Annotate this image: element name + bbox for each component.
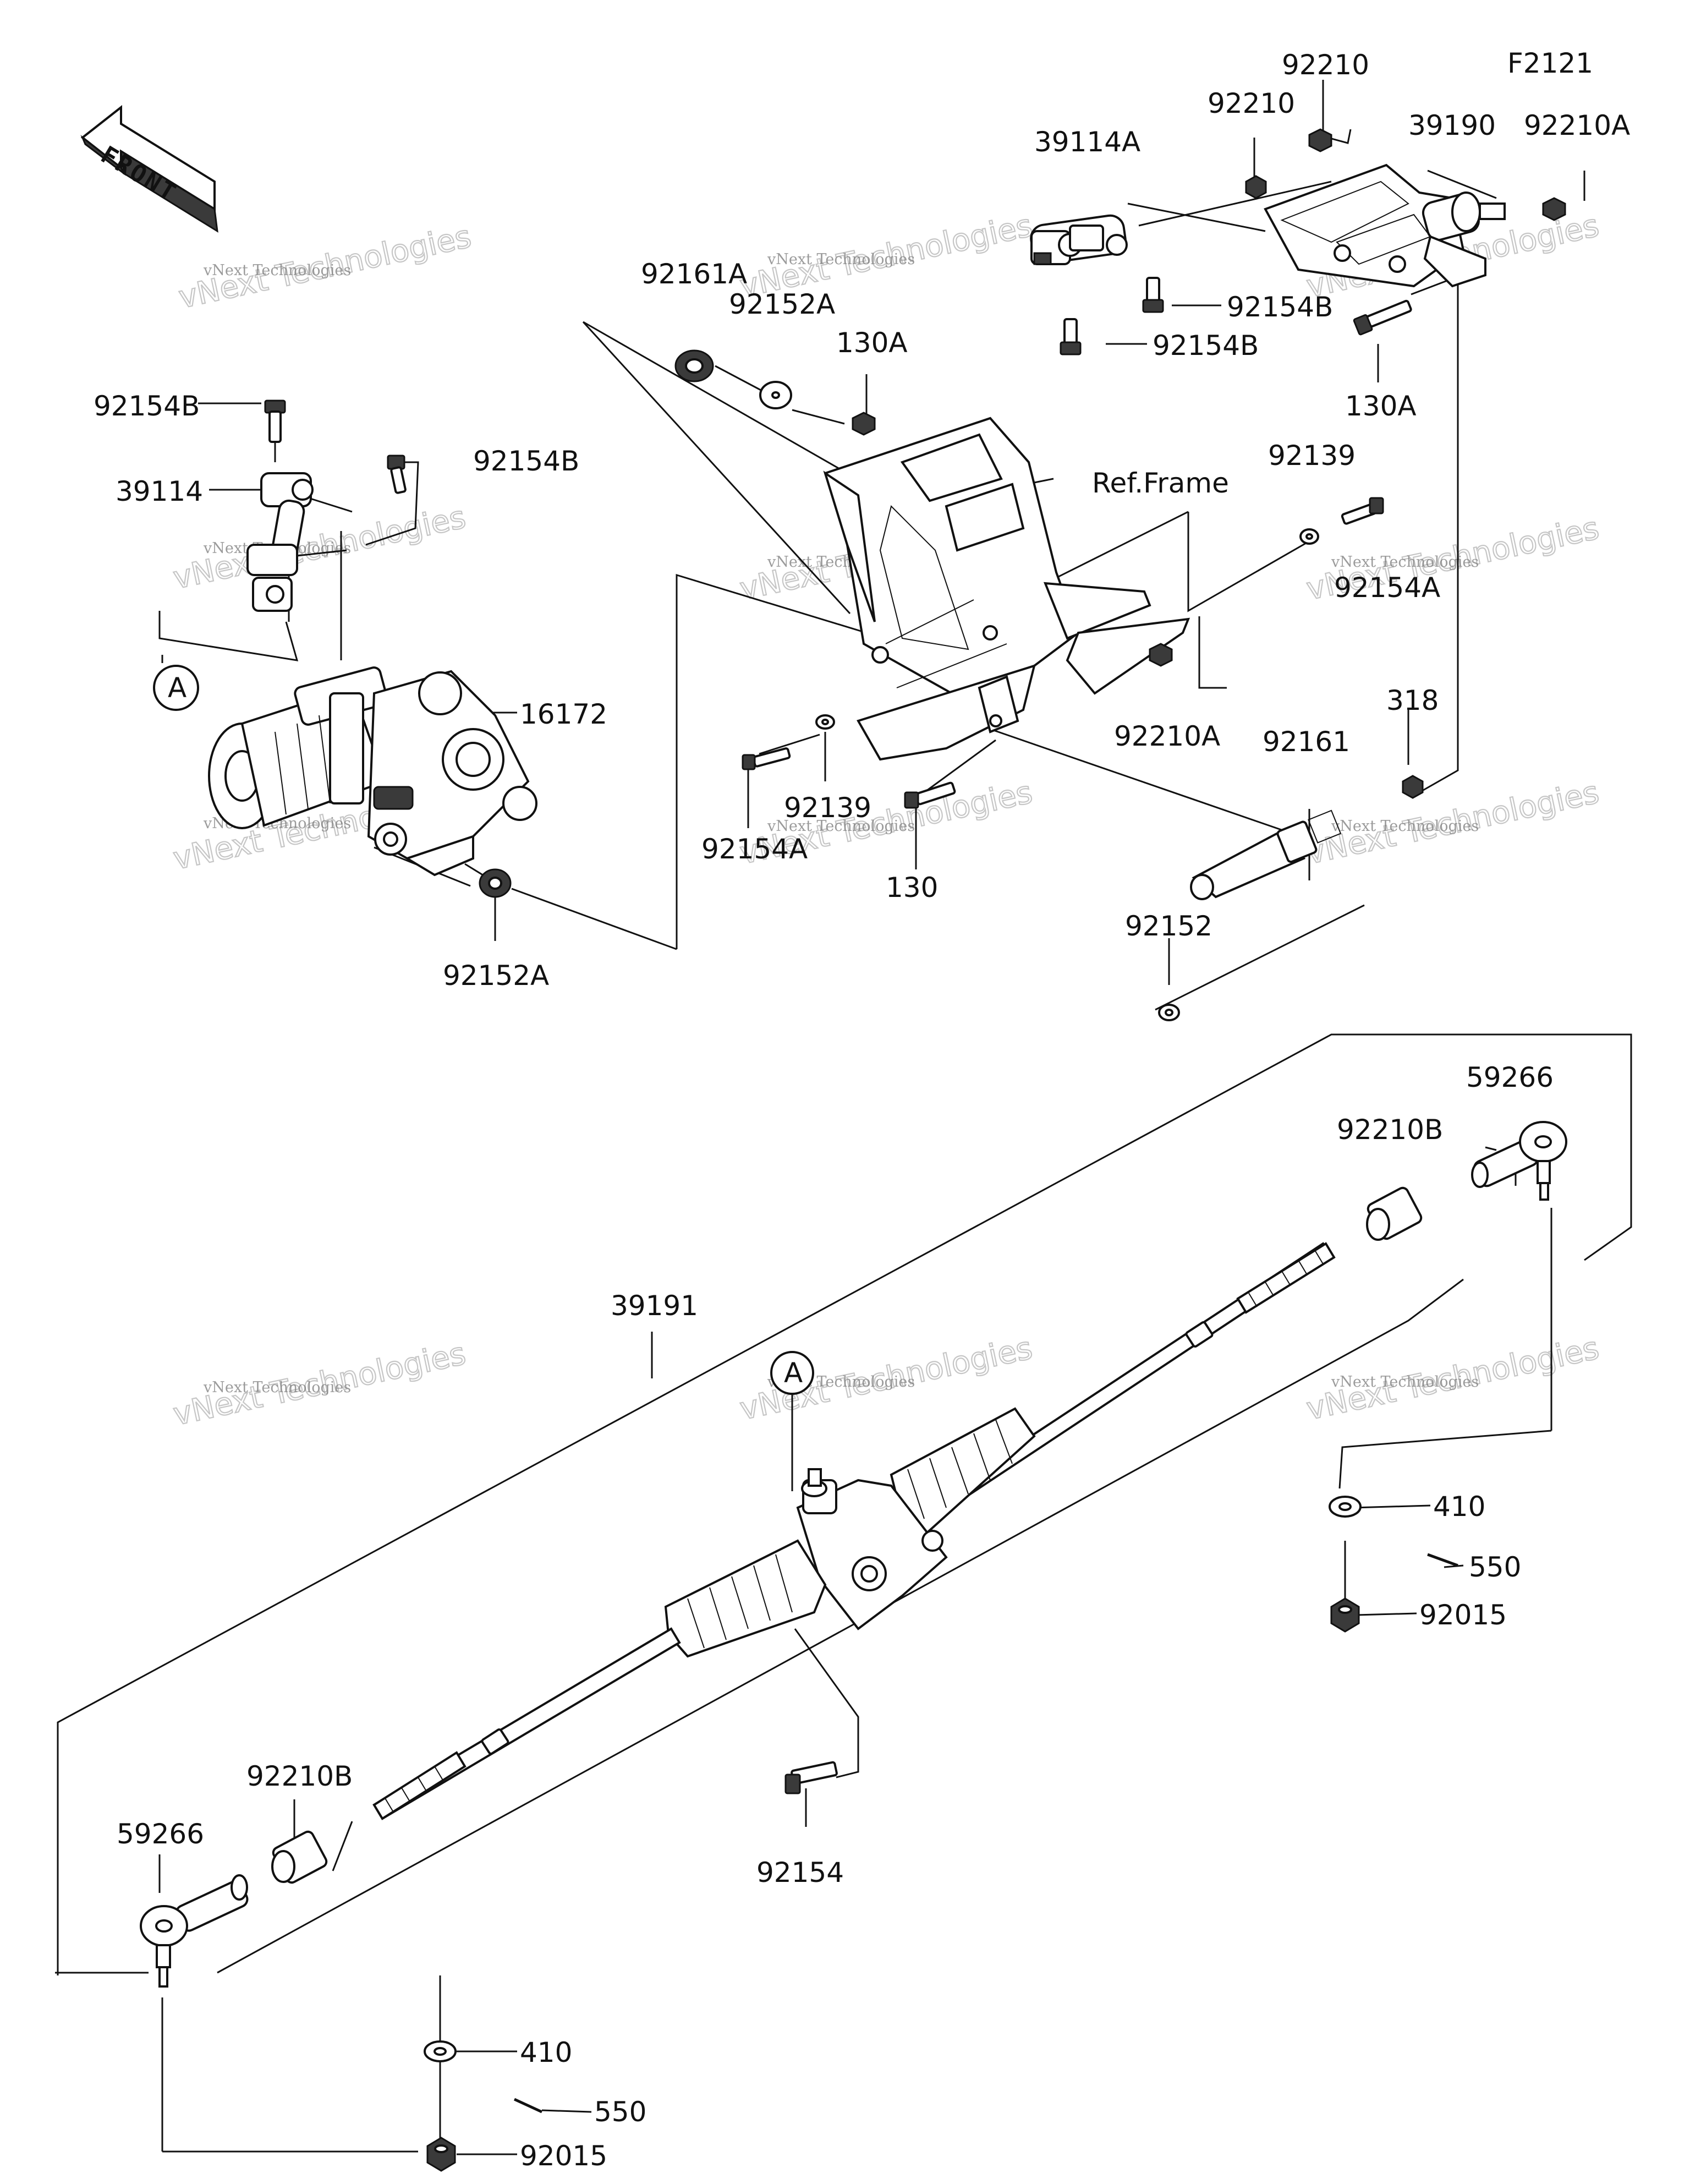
rack-leader-lines: [55, 1033, 1632, 2155]
washer-92139-left[interactable]: [815, 714, 835, 730]
washer-92152A-top[interactable]: [759, 381, 792, 409]
washer-92152[interactable]: [1158, 1004, 1180, 1021]
universal-joint-39114A[interactable]: [1029, 214, 1128, 265]
bolt-92154B-r1[interactable]: [1142, 277, 1164, 313]
bolt-92154B-r2[interactable]: [1060, 318, 1082, 355]
watermark: vNext Technologies vNext Technologies: [169, 499, 469, 597]
label-92152A-top[interactable]: 92152A: [729, 288, 835, 320]
label-39191[interactable]: 39191: [611, 1290, 698, 1322]
label-130[interactable]: 130: [886, 872, 938, 904]
washer-92152A-bottom[interactable]: [479, 868, 512, 898]
label-39114[interactable]: 39114: [116, 475, 203, 507]
label-92210-top[interactable]: 92210: [1282, 49, 1369, 81]
universal-joint-39114[interactable]: [246, 472, 314, 612]
leader-lines: [158, 80, 1585, 1011]
frame-reference: [823, 417, 1190, 761]
label-92139-right[interactable]: 92139: [1268, 440, 1356, 472]
nut-92210-mid[interactable]: [1245, 175, 1267, 199]
label-92154B-left-top[interactable]: 92154B: [94, 390, 200, 422]
label-92154B-r1[interactable]: 92154B: [1227, 291, 1333, 323]
label-410-left[interactable]: 410: [520, 2037, 572, 2068]
bolt-92154[interactable]: [784, 1761, 838, 1794]
label-92154B-left-mid[interactable]: 92154B: [473, 445, 579, 477]
part-labels: 92210 92210 39114A 39190 92210A 92154B 9…: [94, 49, 1630, 2172]
tie-rod-end-59266-right[interactable]: [1471, 1121, 1567, 1201]
callout-a-left: A: [153, 665, 199, 711]
watermark-text: vNext Technologies: [1331, 818, 1479, 835]
bolt-130A-right[interactable]: [1353, 299, 1412, 336]
bolt-92154A-right[interactable]: [1341, 497, 1384, 525]
callout-a-rack-label: A: [784, 1357, 803, 1389]
label-59266-right[interactable]: 59266: [1466, 1061, 1554, 1093]
nut-92210B-left[interactable]: [271, 1830, 328, 1884]
label-92154B-r2[interactable]: 92154B: [1153, 330, 1259, 362]
label-92210B-left[interactable]: 92210B: [246, 1760, 353, 1792]
washer-410-right[interactable]: [1329, 1496, 1362, 1518]
watermark: vNext Technologies vNext Technologies: [175, 218, 475, 316]
label-550-right[interactable]: 550: [1469, 1551, 1521, 1583]
nut-92210B-right[interactable]: [1366, 1186, 1423, 1241]
label-92015-right[interactable]: 92015: [1419, 1599, 1507, 1631]
label-92210A-top[interactable]: 92210A: [1524, 110, 1630, 141]
watermark-text: vNext Technologies: [767, 251, 915, 268]
bolt-130[interactable]: [904, 781, 956, 809]
figure-code: F2121: [1507, 47, 1593, 79]
watermark-text: vNext Technologies: [1331, 554, 1479, 571]
label-92152[interactable]: 92152: [1125, 910, 1212, 942]
bolt-92154B-left-mid[interactable]: [387, 455, 407, 494]
nut-92210A-mid[interactable]: [1149, 643, 1173, 667]
nut-92210-top[interactable]: [1308, 128, 1332, 152]
power-steering-unit-16172[interactable]: [208, 666, 537, 877]
shaft-92161[interactable]: [1190, 809, 1342, 900]
label-92161A[interactable]: 92161A: [641, 258, 747, 290]
label-92154A-right[interactable]: 92154A: [1334, 572, 1440, 604]
label-16172[interactable]: 16172: [520, 698, 607, 730]
nut-92015-left[interactable]: [426, 2137, 456, 2172]
washer-92139-right[interactable]: [1299, 528, 1319, 545]
nut-318[interactable]: [1402, 775, 1424, 799]
steering-rack-39191[interactable]: [372, 1242, 1336, 1820]
label-550-left[interactable]: 550: [594, 2096, 646, 2128]
washer-410-left[interactable]: [424, 2040, 457, 2062]
label-92210A-mid[interactable]: 92210A: [1114, 720, 1220, 752]
cotter-pin-550-left[interactable]: [513, 2098, 543, 2114]
bushing-92161A[interactable]: [674, 349, 714, 382]
cotter-pin-550-right[interactable]: [1427, 1553, 1458, 1567]
callout-a-left-label: A: [168, 672, 186, 704]
bolt-92154B-left-top[interactable]: [264, 399, 286, 443]
watermark: vNext Technologies vNext Technologies: [1303, 774, 1603, 872]
watermark: vNext Technologies vNext Technologies: [169, 1335, 469, 1433]
steering-column-39190[interactable]: [1264, 163, 1506, 288]
label-92154[interactable]: 92154: [756, 1857, 844, 1889]
label-130A-right[interactable]: 130A: [1345, 390, 1417, 422]
label-59266-left[interactable]: 59266: [117, 1818, 204, 1850]
watermark-text: vNext Technologies: [1331, 1373, 1479, 1391]
label-92210-mid[interactable]: 92210: [1208, 87, 1295, 119]
watermark-text: vNext Technologies: [203, 1379, 351, 1396]
bolt-92154A-left[interactable]: [742, 747, 791, 770]
label-ref-frame: Ref.Frame: [1092, 467, 1229, 499]
label-130A-top[interactable]: 130A: [836, 327, 908, 359]
watermark-text: vNext Technologies: [767, 818, 915, 835]
nut-130A-top[interactable]: [852, 412, 876, 436]
label-92154A-left[interactable]: 92154A: [701, 833, 808, 865]
label-92210B-right[interactable]: 92210B: [1337, 1114, 1443, 1146]
label-92139-left[interactable]: 92139: [784, 792, 871, 824]
label-92152A-bottom[interactable]: 92152A: [443, 960, 549, 992]
tie-rod-end-59266-left[interactable]: [140, 1874, 250, 1988]
label-318[interactable]: 318: [1386, 685, 1439, 716]
watermark: vNext Technologies vNext Technologies: [1303, 1330, 1603, 1428]
nut-92015-right[interactable]: [1330, 1597, 1360, 1633]
label-410-right[interactable]: 410: [1433, 1491, 1485, 1523]
watermark-text: vNext Technologies: [203, 262, 351, 279]
label-39190[interactable]: 39190: [1408, 110, 1496, 141]
label-92161[interactable]: 92161: [1263, 726, 1350, 758]
label-92015-left[interactable]: 92015: [520, 2140, 607, 2172]
front-direction-arrow-icon: FRONT: [80, 105, 218, 233]
label-39114A[interactable]: 39114A: [1034, 126, 1140, 158]
callout-a-rack: A: [770, 1351, 814, 1395]
nut-92210A-top[interactable]: [1542, 197, 1566, 221]
